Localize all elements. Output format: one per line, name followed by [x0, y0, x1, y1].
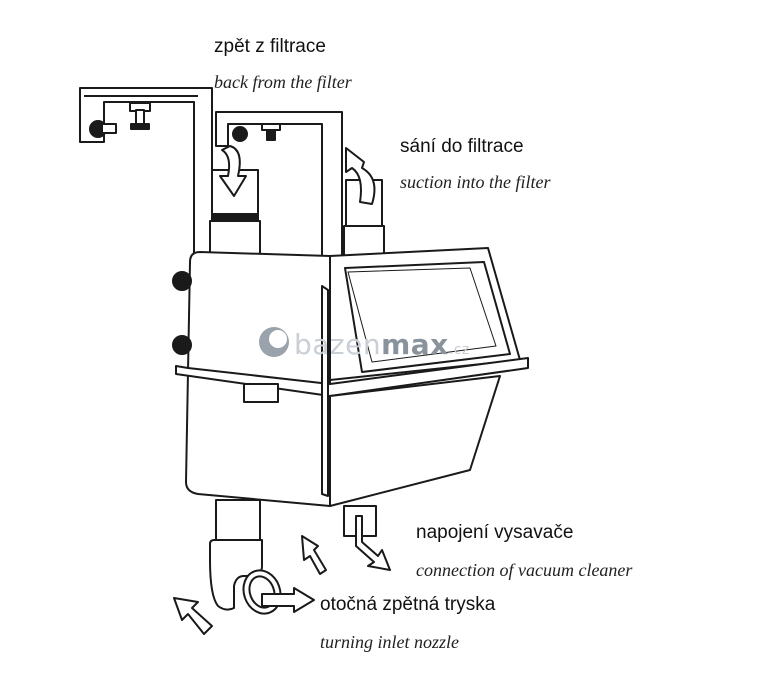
- label-suction-en: suction into the filter: [400, 172, 551, 192]
- right-bracket: [215, 111, 343, 257]
- turning-nozzle: [209, 499, 282, 615]
- arrow-up-suction: [345, 147, 376, 205]
- label-vacuum-cz: napojení vysavače: [416, 522, 574, 543]
- label-vacuum-en: connection of vacuum cleaner: [416, 560, 633, 580]
- arrow-up-left-nozzle: [173, 597, 213, 635]
- watermark-light-text: bazen: [294, 328, 382, 361]
- label-back-en: back from the filter: [214, 72, 352, 92]
- label-nozzle-en: turning inlet nozzle: [320, 632, 459, 652]
- arrow-down-return: [219, 145, 247, 197]
- watermark-logo-icon: [259, 327, 289, 357]
- arrow-right-nozzle: [261, 587, 315, 613]
- label-back-cz: zpět z filtrace: [214, 36, 326, 57]
- watermark: bazenmax.cz: [258, 326, 470, 361]
- watermark-tail-text: .cz: [448, 342, 470, 358]
- skimmer-body: [172, 247, 529, 507]
- label-nozzle-cz: otočná zpětná tryska: [320, 594, 496, 615]
- arrow-up-inner: [301, 535, 327, 575]
- label-suction-cz: sání do filtrace: [400, 136, 524, 157]
- watermark-dark-text: max: [381, 328, 449, 361]
- left-bracket: [79, 87, 213, 257]
- arrow-down-vacuum: [355, 515, 391, 571]
